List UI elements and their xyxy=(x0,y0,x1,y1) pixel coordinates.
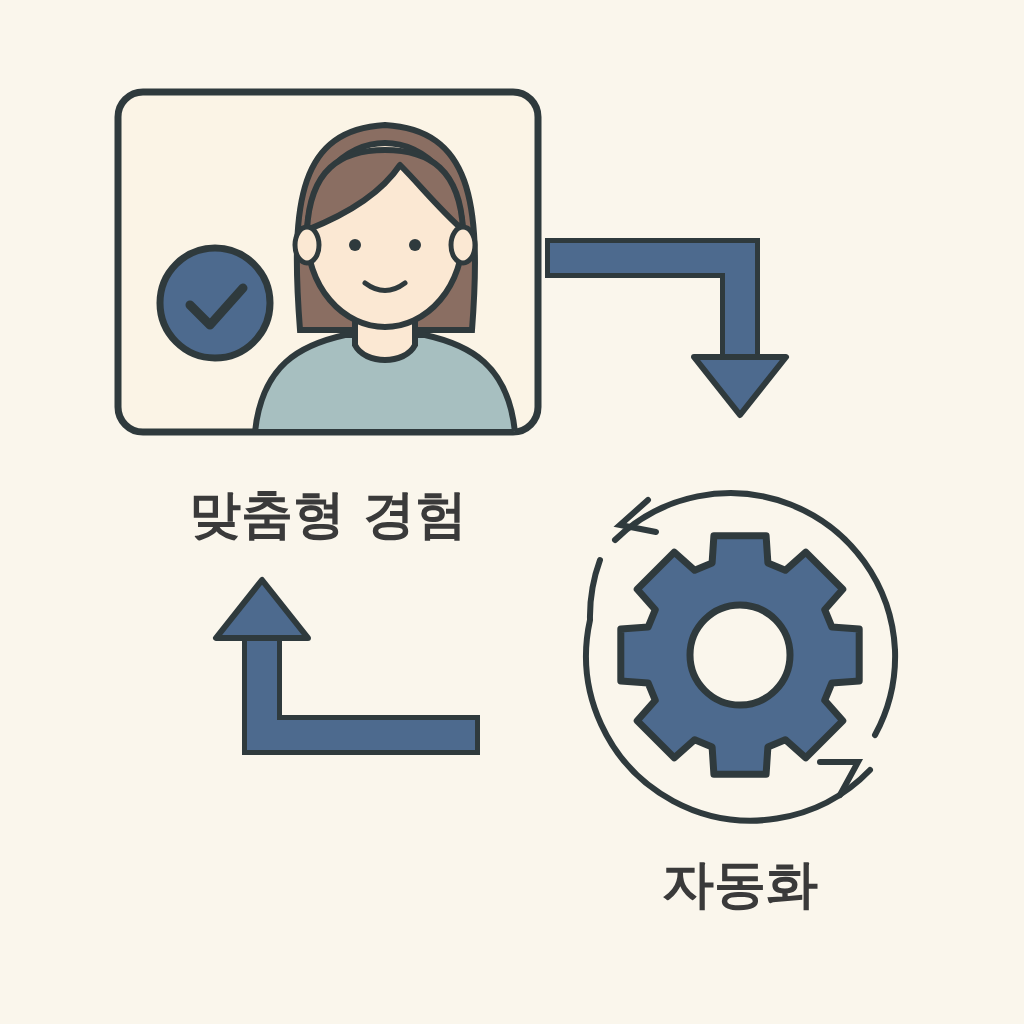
node-label: 맞춤형 경험 xyxy=(118,483,538,545)
flow-arrow xyxy=(216,580,460,735)
gear-icon xyxy=(621,536,859,774)
node-label: 자동화 xyxy=(575,853,905,915)
automation-node: 자동화 xyxy=(575,415,905,915)
experience-node: 맞춤형 경험 xyxy=(118,92,538,545)
cycle-arrows xyxy=(586,493,895,820)
flow-arrow xyxy=(565,258,786,415)
person-figure xyxy=(255,125,515,432)
check-badge xyxy=(160,248,270,358)
profile-box xyxy=(118,92,538,432)
